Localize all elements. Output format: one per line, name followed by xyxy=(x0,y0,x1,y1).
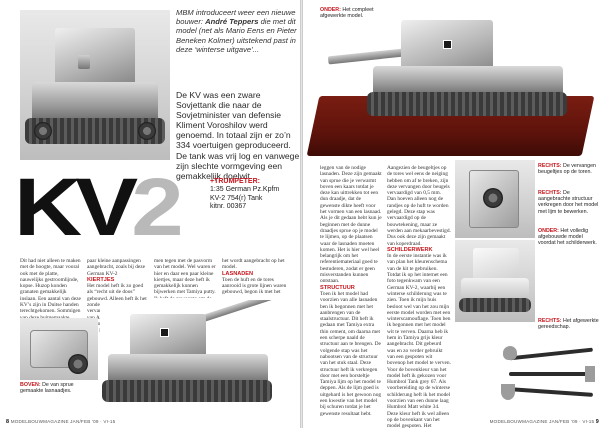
caption-top: ONDER: Het compleet afgewerkte model. xyxy=(320,7,374,20)
page-number-right: 9 xyxy=(595,419,599,425)
body-column-5: leggen van de nodige lasnaden. Deze zijn… xyxy=(320,165,382,417)
body-column-4: het wordt aangebracht op het model. LASN… xyxy=(222,258,290,296)
body-column-6: Aangezien de beugeltjes op de tores wel … xyxy=(387,165,451,428)
heading-schilderwerk: SCHILDERWERK xyxy=(387,246,433,253)
caption-right-4: RECHTS: Het afgewerkte gereedschap. xyxy=(538,318,599,331)
article-title: KV2 xyxy=(14,162,184,253)
right-page: ONDER: Het compleet afgewerkte model. le… xyxy=(303,0,605,428)
photo-tank-whitewash xyxy=(100,300,300,410)
caption-right-2: RECHTS: De aangebrachte structuur verkre… xyxy=(538,190,599,215)
page-number-left: 8 xyxy=(6,419,10,425)
heading-structuur: STRUCTUUR xyxy=(320,284,355,291)
gutter xyxy=(300,0,303,428)
heading-lasnaden: LASNADEN xyxy=(222,270,254,277)
photo-weld-seams xyxy=(20,318,98,380)
footer-right: MODELBOUWMAGAZINE JAN/FEB ’09 · VI-15 9 xyxy=(489,419,599,425)
photo-unpainted-model xyxy=(455,240,535,322)
photo-tools xyxy=(499,340,603,410)
left-page: MBM introduceert weer een nieuwe bouwer:… xyxy=(0,0,300,428)
footer-left: 8 MODELBOUWMAGAZINE JAN/FEB ’09 · VI-15 xyxy=(6,419,116,425)
caption-right-3: ONDER: Het volledig afgebouwde model voo… xyxy=(538,228,597,247)
intro-text: MBM introduceert weer een nieuwe bouwer:… xyxy=(176,8,297,54)
lead-paragraph: De KV was een zware Sovjettank die naar … xyxy=(176,90,300,181)
photo-turret-brackets xyxy=(455,160,535,238)
heading-kiertjes: KIERTJES xyxy=(87,276,115,283)
kit-spec: +TRUMPETER: 1:35 German Pz.Kpfm KV-2 754… xyxy=(210,178,280,211)
photo-completed-model xyxy=(303,4,603,162)
caption-bottom-left: BOVEN: De van sprue gemaakte lasnaadjes. xyxy=(20,382,74,395)
caption-right-1: RECHTS: De vervangen beugeltjes op de to… xyxy=(538,163,596,176)
author-name: André Teppers xyxy=(205,17,259,27)
body-column-3: men tegen met de pasvorm van het model. … xyxy=(154,258,216,298)
photo-tank-front xyxy=(20,10,170,160)
